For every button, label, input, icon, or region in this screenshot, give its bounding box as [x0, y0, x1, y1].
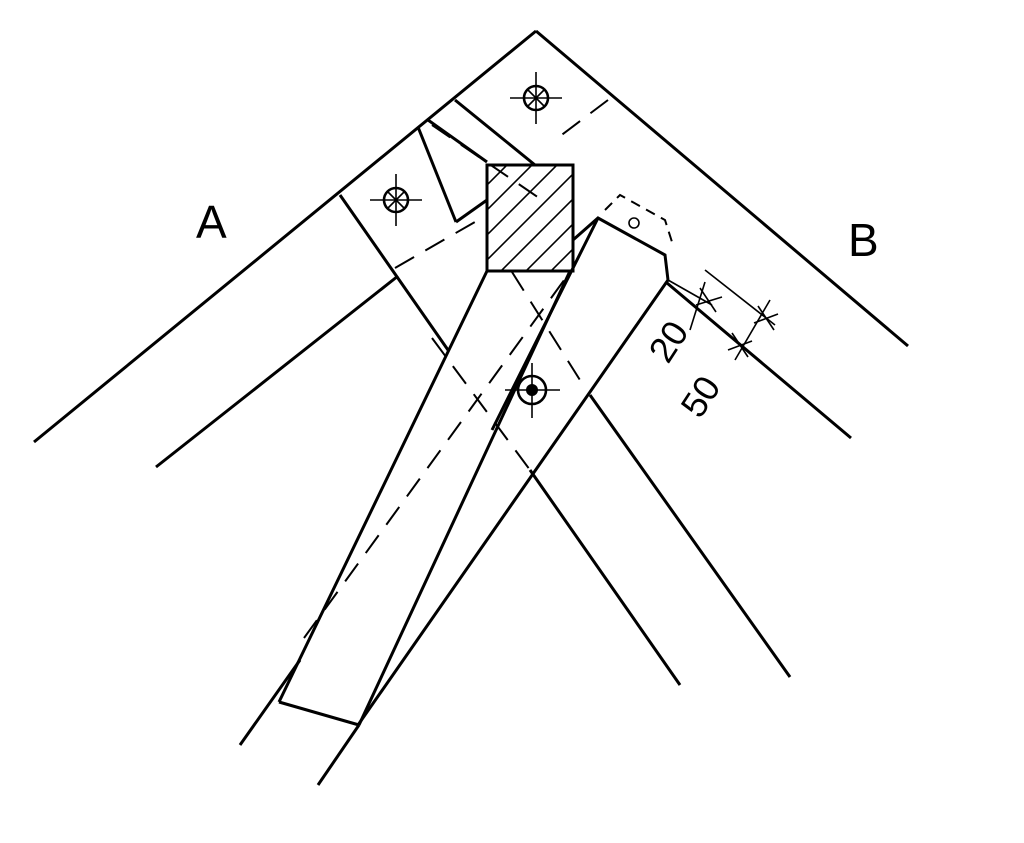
strut-support-right — [316, 724, 361, 786]
rafter-a-top-edge — [33, 29, 537, 444]
rafter-a-cut-edge — [338, 194, 450, 351]
strut-end-cut — [278, 700, 360, 727]
crossed-circle-icon — [522, 84, 550, 112]
rafter-a — [33, 29, 537, 469]
brace-right-edge — [356, 279, 670, 726]
label-member-b: B — [848, 214, 879, 266]
strut-left-edge — [277, 270, 489, 703]
dimension-label-50: 50 — [672, 368, 728, 424]
dimension-line-50 — [734, 299, 771, 361]
hidden-line-strut-diagonal — [303, 271, 571, 639]
hidden-line-rafter-a-cut — [394, 214, 488, 269]
dimension-label-20: 20 — [640, 313, 696, 369]
bolt-upper — [510, 72, 562, 124]
crossed-circle-icon — [382, 186, 410, 214]
dimension-extension-1 — [667, 279, 713, 306]
rafter-b-bottom-edge — [666, 281, 852, 440]
post-hatching — [487, 165, 573, 271]
dimension-line-20 — [689, 281, 706, 331]
leg-outer — [588, 394, 792, 678]
hidden-line-apex-b — [554, 99, 609, 141]
rafter-b-top-edge — [535, 29, 909, 348]
strut-support-left — [238, 659, 302, 746]
apex-blocks — [416, 98, 536, 224]
hidden-line-cross-brace-2 — [511, 271, 586, 389]
hidden-line-cross-brace — [431, 337, 531, 471]
dimension-set: 20 50 — [640, 269, 779, 424]
wedge-tip-edge — [455, 198, 488, 224]
bolt-left — [370, 174, 422, 226]
lower-legs — [528, 394, 792, 686]
central-post-outline — [485, 163, 575, 273]
apex-block-lower-edge — [454, 98, 536, 167]
central-post-section — [485, 163, 575, 273]
hidden-line-upper-tenon — [431, 124, 546, 203]
filled-dot-icon — [526, 384, 538, 396]
rafter-b — [535, 29, 909, 440]
leg-inner — [528, 469, 682, 686]
dimension-extension-2 — [704, 269, 776, 326]
brace-pin-hole-icon — [628, 217, 640, 229]
brace-upper-outline — [572, 216, 670, 281]
wedge-outer-edge — [416, 126, 458, 223]
pin-center — [505, 363, 560, 418]
diagonal-strut — [238, 270, 572, 786]
brace-hidden-tab — [604, 193, 673, 243]
rafter-a-bottom-edge — [155, 274, 399, 469]
label-member-a: A — [196, 196, 227, 248]
hidden-lines — [303, 99, 609, 639]
brace-left-edge — [490, 217, 600, 431]
diagonal-brace — [356, 193, 673, 726]
